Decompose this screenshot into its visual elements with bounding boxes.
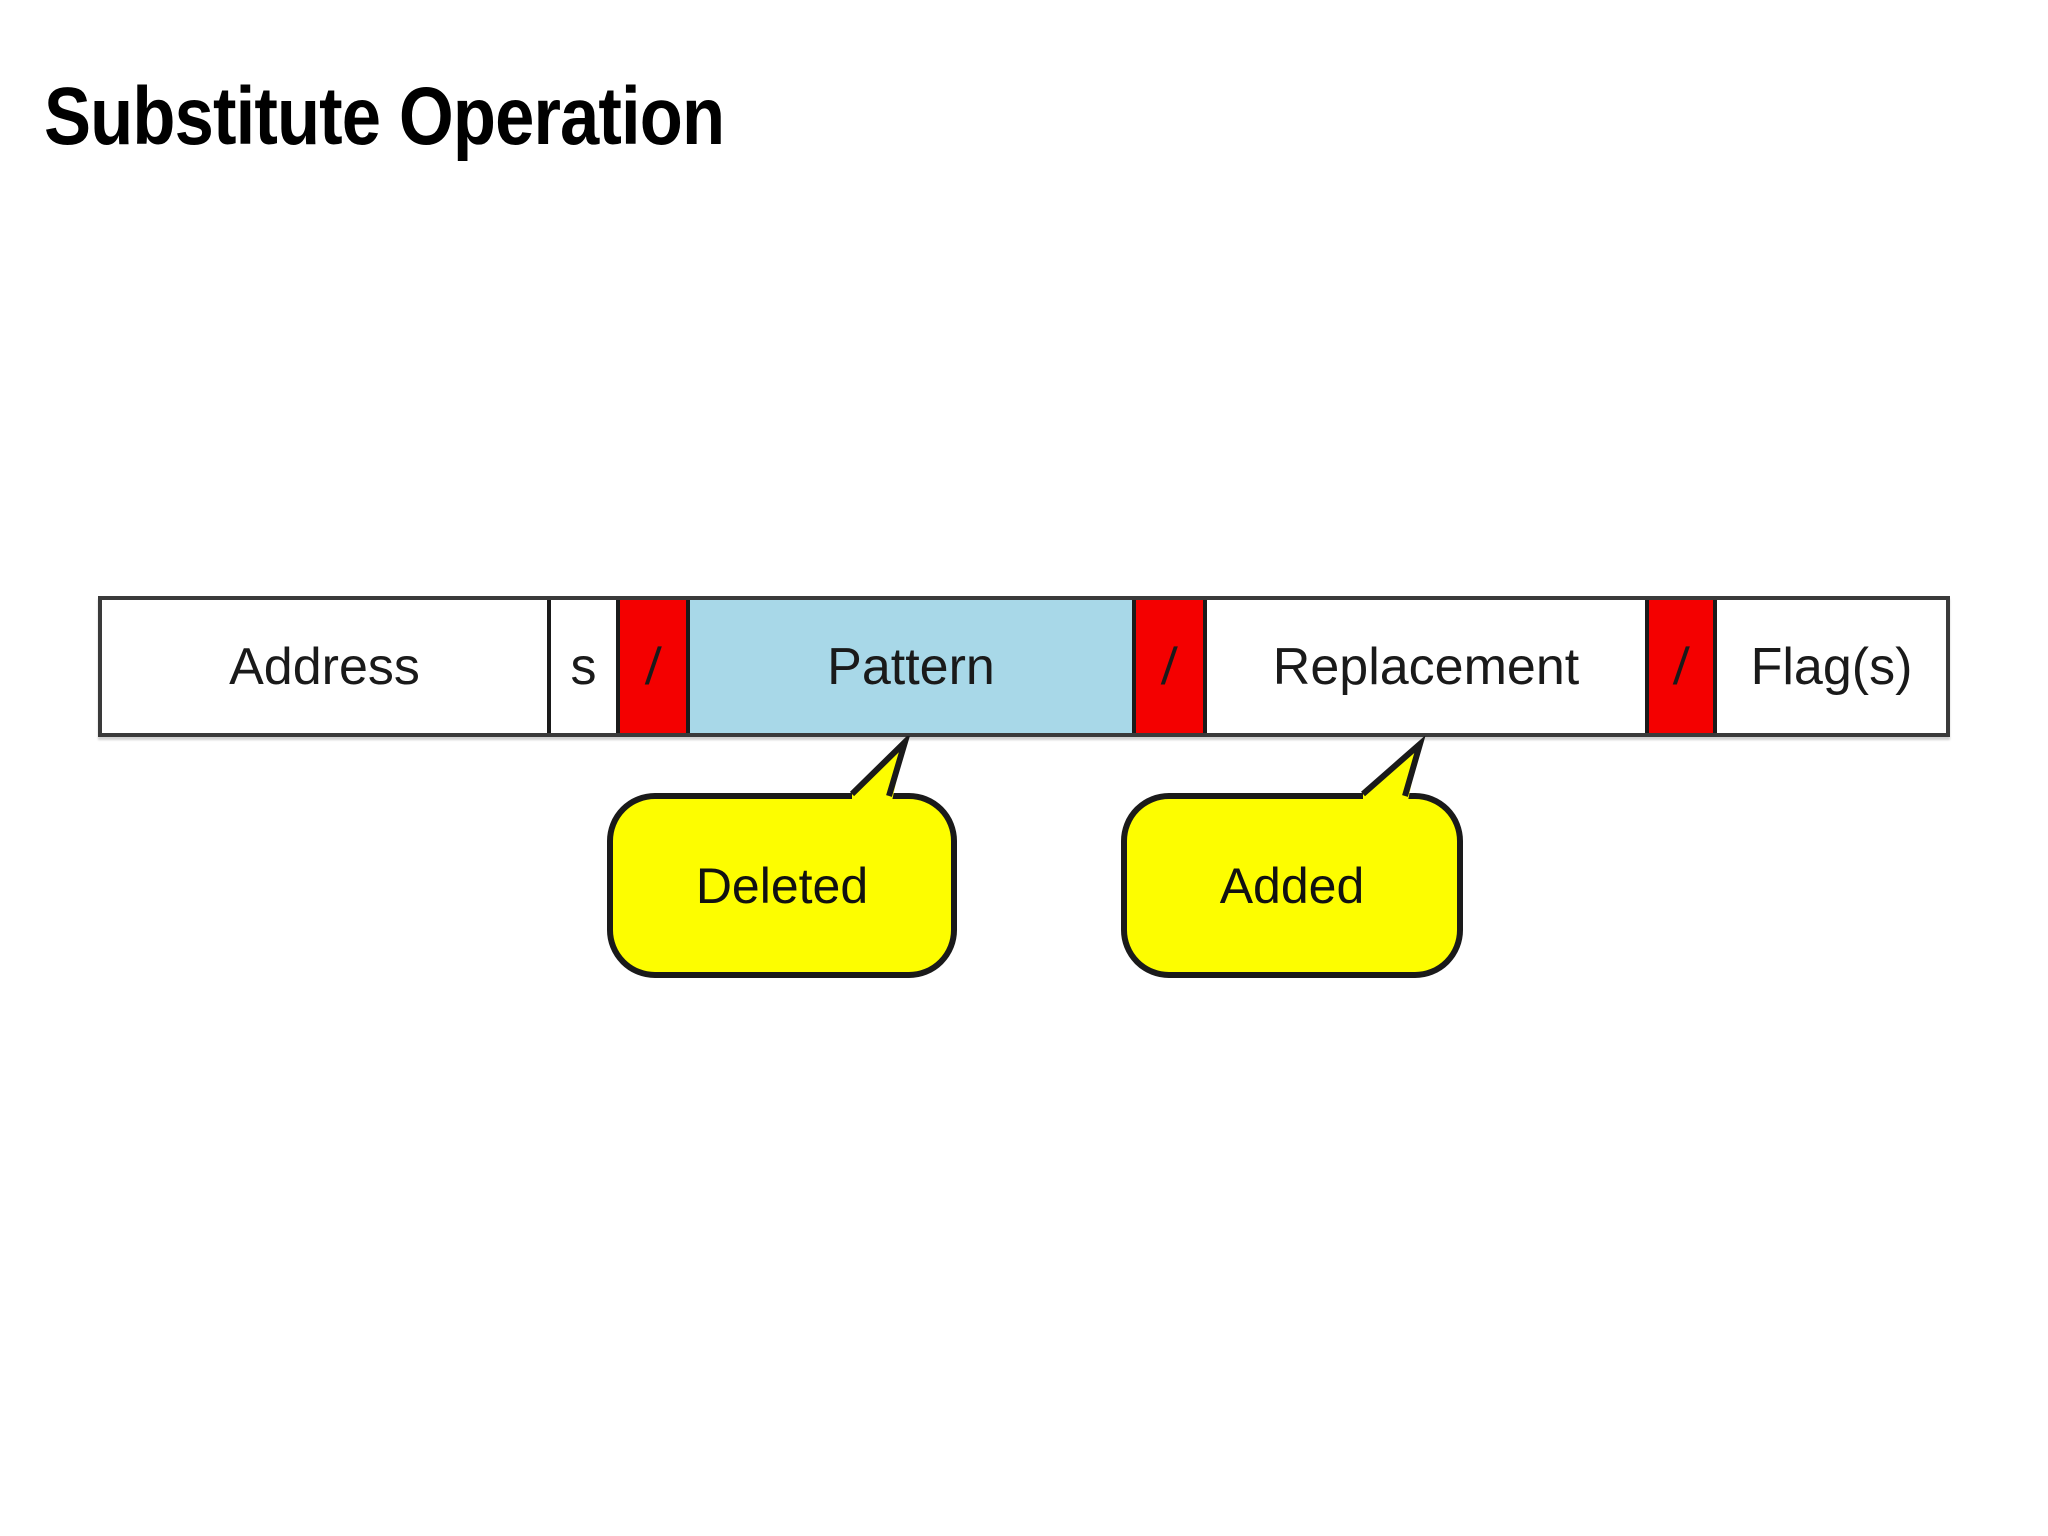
bar-delimiter-2: / [1132, 600, 1203, 733]
deleted-callout-label: Deleted [695, 857, 869, 914]
bar-delimiter-3-slash: / [1671, 637, 1691, 696]
bar-cell-flags-label: Flag(s) [1750, 637, 1913, 696]
bar-cell-address: Address [102, 600, 547, 733]
bar-cell-s-command-label: s [570, 637, 597, 696]
bar-delimiter-1-slash: / [643, 637, 663, 696]
added-callout-label: Added [1219, 857, 1365, 914]
deleted-callout-tail [849, 736, 910, 810]
sed-syntax-bar: Address s / Pattern / Replacement / Flag… [98, 596, 1950, 737]
bar-cell-s-command: s [547, 600, 616, 733]
bar-cell-pattern-label: Pattern [827, 637, 995, 696]
deleted-callout: Deleted [607, 793, 957, 978]
bar-delimiter-2-slash: / [1160, 637, 1179, 696]
bar-delimiter-3: / [1645, 600, 1713, 733]
bar-cell-pattern: Pattern [686, 600, 1132, 733]
bar-cell-flags: Flag(s) [1713, 600, 1946, 733]
added-callout: Added [1121, 793, 1463, 978]
added-callout-tail [1361, 736, 1426, 810]
bar-cell-replacement: Replacement [1203, 600, 1645, 733]
bar-cell-address-label: Address [229, 637, 420, 696]
bar-delimiter-1: / [616, 600, 686, 733]
page-title: Substitute Operation [44, 71, 725, 162]
bar-cell-replacement-label: Replacement [1272, 637, 1580, 696]
